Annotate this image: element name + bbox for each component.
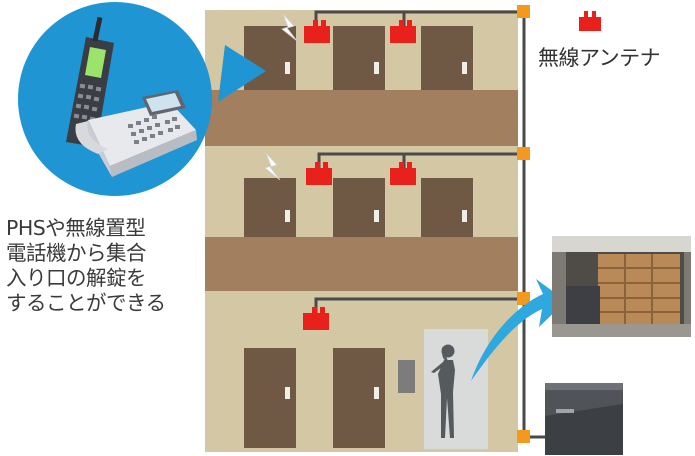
person-silhouette-icon [431, 344, 455, 438]
entrance-panel [424, 329, 488, 449]
caption-line: することができる [6, 291, 166, 315]
phs-handset-icon [66, 16, 114, 147]
desk-phone-icon [75, 90, 197, 177]
caption-line: PHSや無線置型 [6, 216, 146, 240]
antenna-icon [303, 307, 329, 330]
caption-line: 入り口の解錠を [6, 266, 147, 290]
antenna-icon [304, 20, 330, 43]
control-unit-icon [545, 383, 623, 455]
floor-slab-middle [205, 237, 518, 291]
entrance-door-photo [552, 236, 691, 337]
wireless-antennas [303, 20, 416, 330]
junction-boxes [517, 5, 530, 443]
antenna-icon [306, 162, 332, 185]
door-handles [285, 62, 467, 399]
description-caption: PHSや無線置型 電話機から集合 入り口の解錠を することができる [6, 216, 206, 316]
antenna-icon [390, 20, 416, 43]
intercom-panel [398, 360, 415, 393]
legend-label: 無線アンテナ [538, 46, 661, 70]
red-antenna-icon [579, 11, 601, 31]
blue-arrow-icon [471, 279, 566, 381]
caption-line: 電話機から集合 [6, 241, 147, 265]
antenna-icon [390, 162, 416, 185]
doors-floor-3 [244, 26, 473, 90]
doors-floor-2 [244, 178, 473, 237]
floor-slab-upper [205, 90, 518, 146]
wireless-signal-icon [264, 13, 298, 181]
